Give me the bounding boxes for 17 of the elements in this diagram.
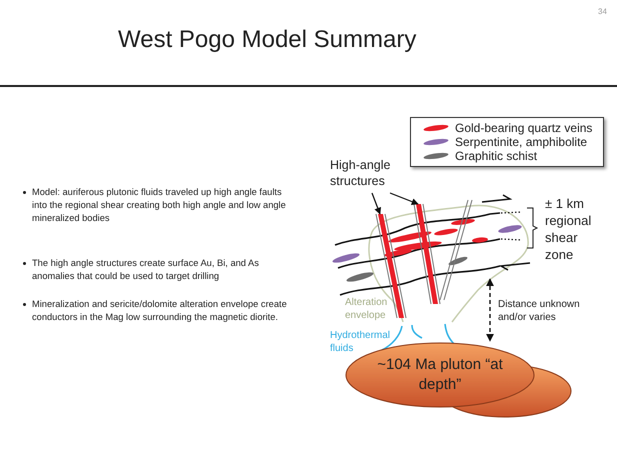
bullet-text: Mineralization and sericite/dolomite alteration envelope create conductors in the Mag low surrounding the magnetic diorite.: [32, 298, 288, 324]
bullet-text: Model: auriferous plutonic fluids traveled up high angle faults into the regional shear creating both high angle and low angle mineralized bodies: [32, 186, 287, 224]
page-number: 34: [598, 7, 607, 16]
leader-arrow: [390, 192, 419, 205]
fluids-label: Hydrothermal fluids: [330, 329, 392, 355]
slide-title: West Pogo Model Summary: [118, 26, 416, 54]
shear-zone-label: ± 1 km regional shear zone: [545, 196, 592, 264]
callout-label: High-angle structures: [330, 157, 392, 190]
legend-text: Serpentinite, amphibolite: [455, 135, 588, 149]
legend-text: Graphitic schist: [455, 149, 538, 163]
fault-structure: [414, 204, 440, 304]
leader-arrow: [371, 192, 382, 215]
alteration-label: Alteration envelope: [345, 296, 388, 322]
bullet-text: The high angle structures create surface Au, Bi, and As anomalies that could be used to target drilling: [32, 257, 260, 283]
pluton-label: ~104 Ma pluton “at depth”: [376, 355, 504, 394]
legend-text: Gold-bearing quartz veins: [455, 121, 592, 135]
distance-label: Distance unknown and/or varies: [498, 298, 581, 324]
